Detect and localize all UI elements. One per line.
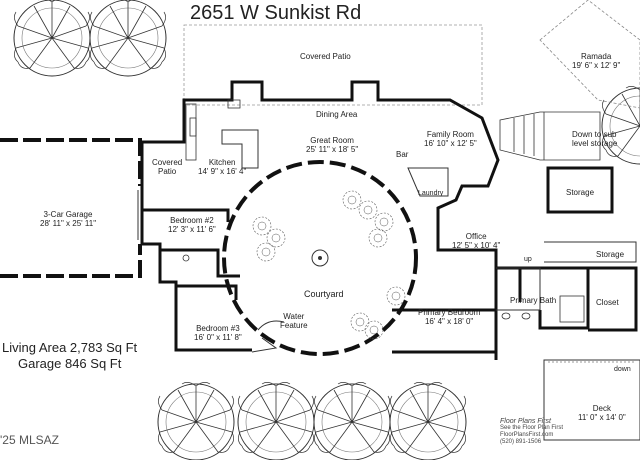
bedroom3-name: Bedroom #3: [196, 324, 240, 333]
closet-label: Closet: [596, 298, 619, 307]
storage-upper-label: Storage: [566, 188, 595, 197]
stairs-down: [499, 111, 601, 161]
laundry-label: Laundry: [418, 190, 444, 197]
deck-label: Deck 11' 0" x 14' 0": [578, 404, 626, 422]
kitchen-island: [221, 129, 259, 169]
logo-line4: (520) 891-1506: [500, 439, 542, 445]
shrub: [252, 216, 272, 236]
office-label: Office 12' 5" x 10' 4": [452, 232, 500, 250]
storage-lower-label: Storage: [596, 250, 625, 259]
primary-bedroom-name: Primary Bedroom: [418, 308, 481, 317]
kitchen-counter: [185, 103, 197, 161]
great-room-label: Great Room 25' 11" x 18' 5": [306, 136, 358, 154]
sink-bath: [501, 312, 511, 320]
bedroom2-name: Bedroom #2: [170, 216, 214, 225]
ramada-name: Ramada: [581, 52, 612, 61]
mls-footer: '25 MLSAZ: [0, 433, 59, 447]
shrub: [386, 286, 406, 306]
living-area-text: Living Area 2,783 Sq Ft: [2, 340, 138, 355]
dining-area-label: Dining Area: [316, 110, 358, 119]
tree: [601, 85, 640, 165]
toilet: [182, 254, 190, 262]
sink-kitchen: [227, 99, 241, 109]
covered-patio-label: Covered Patio: [300, 52, 351, 61]
floor-plans-first-logo[interactable]: Floor Plans First See the Floor Plan Fir…: [500, 418, 566, 458]
courtyard-fountain-center: [318, 256, 322, 260]
shrub: [342, 190, 362, 210]
shrub: [358, 200, 378, 220]
deck-outline: [543, 359, 640, 441]
garage-label: 3-Car Garage 28' 11" x 25' 11": [40, 210, 96, 228]
office-name: Office: [465, 232, 487, 241]
family-room-label: Family Room 16' 10" x 12' 5": [424, 130, 477, 148]
storage-upper-walls: [546, 166, 614, 214]
logo-line1: Floor Plans First: [500, 418, 551, 425]
stove: [189, 117, 197, 137]
sink-bath: [521, 312, 531, 320]
up-label: up: [524, 256, 532, 263]
ramada-label: Ramada 19' 6" x 12' 9": [572, 52, 620, 70]
storage-lower-walls: [544, 241, 637, 263]
kitchen-name: Kitchen: [208, 158, 236, 167]
bathtub: [559, 295, 585, 323]
shrub: [266, 228, 286, 248]
family-room-name: Family Room: [426, 130, 474, 139]
water-feature-line2: Feature: [280, 321, 308, 330]
garage-dims: 28' 11" x 25' 11": [40, 219, 97, 228]
down-to-storage-label: Down to sub level storage: [572, 130, 617, 148]
logo-line3: FloorPlansFirst.com: [500, 432, 554, 438]
logo-line2: See the Floor Plan First: [500, 425, 564, 431]
family-room-dims: 16' 10" x 12' 5": [424, 139, 477, 148]
tree: [157, 381, 235, 460]
great-room-dims: 25' 11" x 18' 5": [306, 145, 359, 154]
covered-patio-side-line2: Patio: [158, 167, 177, 176]
house-walls: [140, 80, 590, 360]
bedroom3-label: Bedroom #3 16' 0" x 11' 8": [194, 324, 242, 342]
courtyard-fountain: [311, 249, 329, 267]
water-feature-label: Water Feature: [280, 312, 308, 330]
water-feature-outline: [251, 320, 285, 353]
deck-dims: 11' 0" x 14' 0": [578, 413, 626, 422]
garage-walls: [0, 138, 142, 278]
water-feature-line1: Water: [283, 312, 305, 321]
covered-patio-side-label: Covered Patio: [152, 158, 182, 176]
down-label: down: [614, 366, 631, 373]
ramada-outline: [539, 0, 640, 109]
bedroom2-label: Bedroom #2 12' 3" x 11' 6": [168, 216, 216, 234]
bedroom3-dims: 16' 0" x 11' 8": [194, 333, 242, 342]
down-to-storage-line2: level storage: [572, 139, 618, 148]
tree: [389, 381, 467, 460]
shrub: [350, 312, 370, 332]
shrub: [368, 228, 388, 248]
covered-patio-outline: [183, 24, 483, 106]
tree: [237, 381, 315, 460]
kitchen-label: Kitchen 14' 9" x 16' 4": [198, 158, 246, 176]
bedroom2-dims: 12' 3" x 11' 6": [168, 225, 216, 234]
page-title: 2651 W Sunkist Rd: [190, 2, 362, 24]
tree: [13, 0, 91, 77]
tree: [89, 0, 167, 77]
laundry-walls: [407, 167, 449, 197]
bar-label: Bar: [396, 150, 409, 159]
primary-bath-label: Primary Bath: [510, 296, 557, 305]
covered-patio-side-line1: Covered: [152, 158, 183, 167]
garage-name: 3-Car Garage: [43, 210, 93, 219]
shrub: [256, 242, 276, 262]
deck-name: Deck: [592, 404, 611, 413]
kitchen-dims: 14' 9" x 16' 4": [198, 167, 247, 176]
courtyard-label: Courtyard: [304, 289, 344, 299]
down-to-storage-line1: Down to sub: [572, 130, 617, 139]
courtyard-circle: [222, 160, 418, 356]
primary-bedroom-dims: 16' 4" x 18' 0": [424, 317, 474, 326]
closet-walls: [588, 266, 638, 332]
tree: [313, 381, 391, 460]
shrub: [374, 212, 394, 232]
great-room-name: Great Room: [310, 136, 354, 145]
primary-bedroom-label: Primary Bedroom 16' 4" x 18' 0": [418, 308, 480, 326]
garage-area-text: Garage 846 Sq Ft: [18, 356, 122, 371]
office-dims: 12' 5" x 10' 4": [452, 241, 501, 250]
ramada-dims: 19' 6" x 12' 9": [572, 61, 621, 70]
primary-bath-walls: [496, 267, 541, 311]
